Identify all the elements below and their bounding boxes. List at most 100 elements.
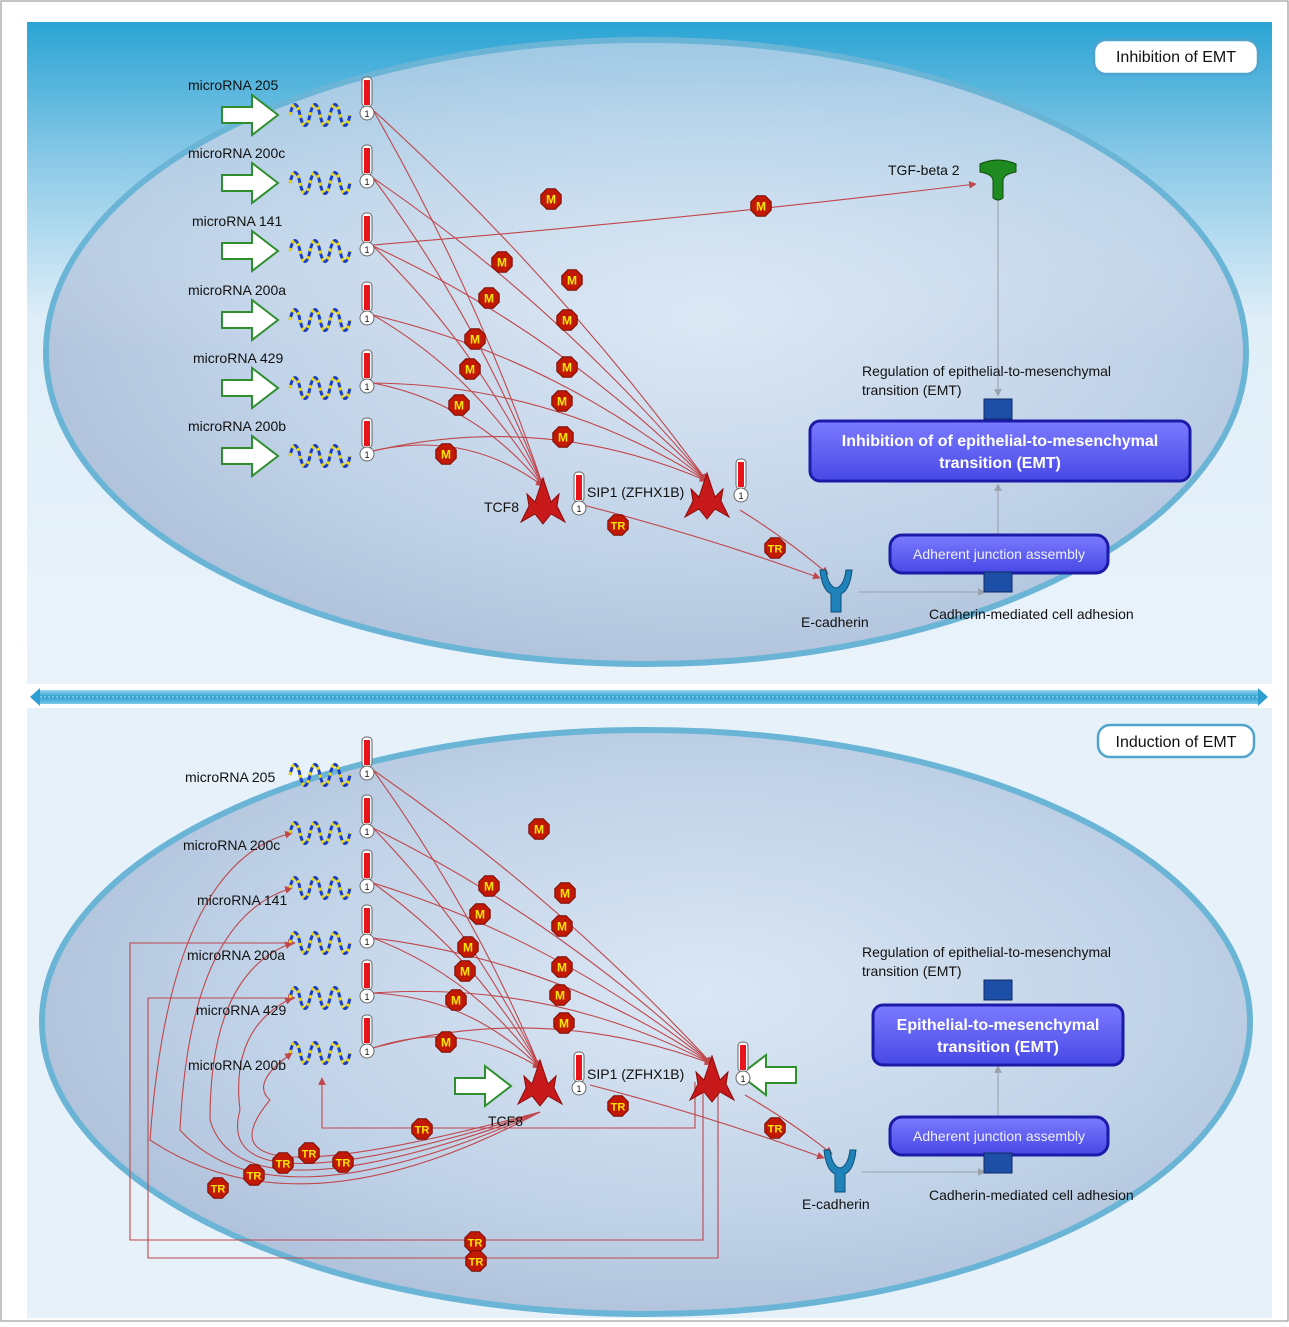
mirna-effect-badge: M [561,269,583,291]
thermometer-value: 1 [364,769,369,779]
interaction-edge [744,1094,833,1155]
mirna-label: microRNA 200b [188,418,286,434]
transcription-badge: TR [411,1118,433,1140]
badge-shape [764,537,786,559]
badge-label: M [460,965,470,979]
badge-label: M [562,314,572,328]
badge-label: M [465,363,475,377]
badge-shape [435,443,457,465]
mirna-label: microRNA 200a [187,947,285,963]
tgf-beta-label: TGF-beta 2 [888,162,960,178]
edge-layer [129,109,1002,1259]
badge-label: M [557,961,567,975]
mirna-effect-badge: M [553,1012,575,1034]
badge-shape [448,394,470,416]
badge-shape [411,1118,433,1140]
mirna-effect-badge: M [464,328,486,350]
badge-label: M [562,361,572,375]
interaction-edge [372,177,708,482]
thermometer-icon: 1 [359,417,375,462]
interaction-edge [372,937,713,1065]
thermometer-icon: 1 [359,349,375,394]
interaction-edge [372,109,545,487]
green-arrow-icon [221,228,280,274]
mirna-wave-icon [288,821,352,845]
transcription-badge: TR [607,1095,629,1117]
badge-label: M [560,887,570,901]
process-label: Epithelial-to-mesenchymal [897,1017,1100,1034]
mirna-effect-badge: M [551,390,573,412]
badge-shape [764,1117,786,1139]
thermometer-value: 1 [364,245,369,255]
mirna-effect-badge: M [478,287,500,309]
green-arrow-icon [738,1052,797,1098]
mirna-wave-icon [288,239,352,263]
interaction-edge [739,509,829,575]
transcription-badge: TR [764,537,786,559]
badge-label: TR [768,544,783,556]
badge-shape [750,195,772,217]
mirna-effect-badge: M [540,188,562,210]
interaction-edge [372,245,708,482]
mirna-wave-icon [288,931,352,955]
transcription-factor-icon [519,476,567,525]
thermometer-value: 1 [364,450,369,460]
thermometer-value: 1 [364,1047,369,1057]
process-node-square [983,398,1013,420]
panel-title: Inhibition of EMT [1116,49,1236,66]
badge-shape [465,1250,487,1272]
badge-label: M [756,200,766,214]
interaction-edge [372,245,544,487]
mirna-effect-badge: M [551,915,573,937]
regulation-label: transition (EMT) [862,963,962,979]
badge-shape [607,514,629,536]
interaction-edge [372,314,544,487]
badge-shape [556,309,578,331]
transcription-factor-icon [683,471,731,520]
process-node-square [983,979,1013,1001]
badge-shape [454,960,476,982]
mirna-wave-icon [288,171,352,195]
mirna-effect-badge: M [556,309,578,331]
green-arrow-icon [221,433,280,479]
thermometer-value: 1 [738,491,743,501]
mirna-effect-badge: M [556,356,578,378]
interaction-edge [372,769,541,1069]
thermometer-value: 1 [364,937,369,947]
badge-label: M [451,994,461,1008]
transcription-badge: TR [272,1152,294,1174]
badge-label: M [534,823,544,837]
mirna-label: microRNA 429 [196,1002,286,1018]
sip1-label: SIP1 (ZFHX1B) [587,1066,684,1082]
green-arrow-icon [221,365,280,411]
interaction-edge [372,109,708,482]
interaction-edge [318,1077,696,1129]
interaction-edge [129,939,704,1241]
panel-title: Induction of EMT [1116,734,1237,751]
badge-shape [551,390,573,412]
mirna-label: microRNA 205 [188,77,278,93]
mirna-wave-icon [288,103,352,127]
ecadherin-label: E-cadherin [801,614,869,630]
thermometer-icon: 1 [359,904,375,949]
badge-shape [457,936,479,958]
adhesion-label: Cadherin-mediated cell adhesion [929,606,1134,622]
panel-title-pill-top: Inhibition of EMT [1092,38,1260,76]
badge-shape [607,1095,629,1117]
mirna-effect-badge: M [491,251,513,273]
transcription-factor-icon [688,1054,736,1103]
badge-label: TR [247,1171,262,1183]
badge-shape [298,1142,320,1164]
mirna-label: microRNA 200c [188,145,285,161]
thermometer-icon: 1 [359,959,375,1004]
mirna-effect-badge: M [459,358,481,380]
mirna-effect-badge: M [457,936,479,958]
interaction-edge [372,382,708,482]
mirna-label: microRNA 141 [197,892,287,908]
badge-label: M [557,395,567,409]
mirna-effect-badge: M [469,903,491,925]
mirna-effect-badge: M [448,394,470,416]
badge-shape [445,989,467,1011]
